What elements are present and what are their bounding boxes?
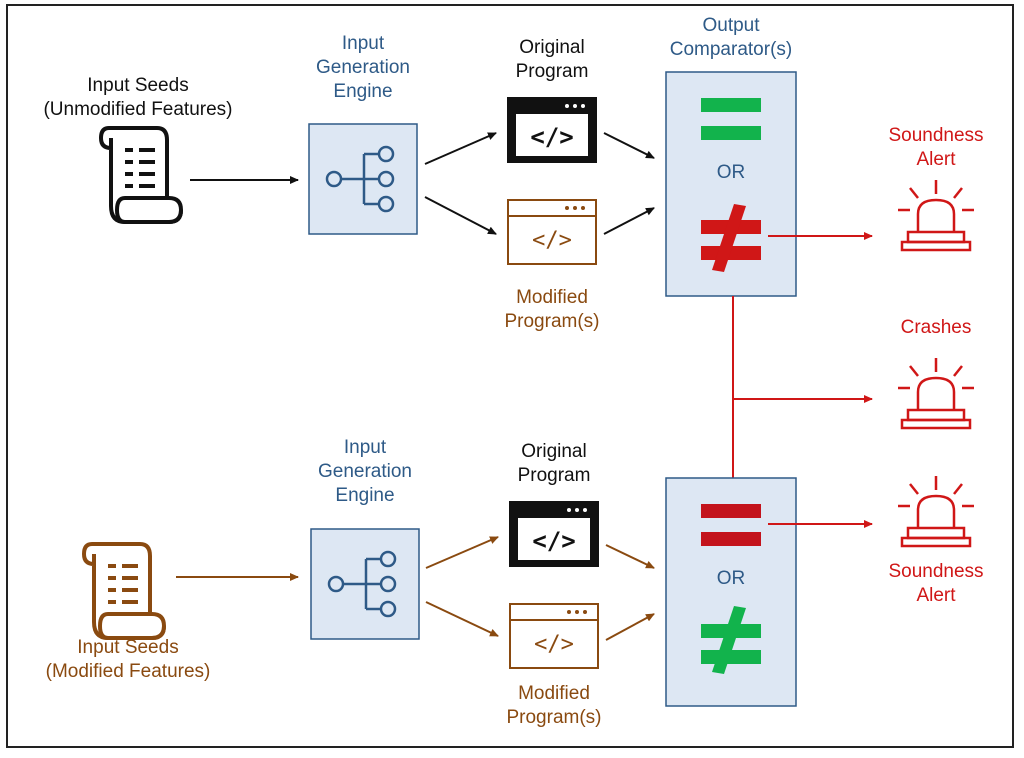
modified-program-code-window-icon-bottom: </> [509,603,599,669]
svg-text:</>: </> [532,527,575,555]
arrow-modified-to-comparator [603,207,655,235]
top-alert-label: Soundness Alert [888,125,984,170]
arrow-engine-to-original-bottom [425,536,499,569]
bottom-engine-label: Input Generation Engine [317,437,412,506]
arrow-original-to-comparator-bottom [605,544,655,569]
equals-sign-icon-bottom [701,504,761,546]
arrow-engine-to-original [424,132,497,165]
seeds-scroll-icon [99,126,183,224]
equals-sign-icon [701,98,761,140]
arrow-original-to-comparator [603,132,655,159]
top-modified-label: Modified Program(s) [504,287,600,332]
arrow-engine-to-modified [424,196,497,235]
crashes-label: Crashes [900,317,972,338]
arrow-engine-to-modified-bottom [425,601,499,637]
bottom-alert-label: Soundness Alert [888,561,984,606]
bottom-original-label: Original Program [517,441,591,486]
crashes-siren-alarm-icon [896,356,976,430]
top-or-label: OR [716,162,746,183]
bottom-siren-alarm-icon [896,474,976,548]
top-seeds-label: Input Seeds (Unmodified Features) [43,75,233,120]
original-program-code-window-icon: </> [507,97,597,163]
top-original-label: Original Program [515,37,589,82]
seeds-modified-scroll-icon [82,542,166,640]
not-equal-sign-icon [701,204,761,272]
svg-text:</>: </> [532,228,572,253]
bottom-seeds-label: Input Seeds (Modified Features) [45,637,211,682]
svg-text:</>: </> [530,123,573,151]
svg-text:</>: </> [534,632,574,657]
bottom-or-label: OR [716,568,746,589]
bottom-modified-label: Modified Program(s) [506,683,602,728]
arrow-modified-to-comparator-bottom [605,613,655,641]
top-engine-label: Input Generation Engine [315,33,410,102]
modified-program-code-window-icon: </> [507,199,597,265]
original-program-code-window-icon-bottom: </> [509,501,599,567]
comparator-label: Output Comparator(s) [669,15,793,60]
top-siren-alarm-icon [896,178,976,252]
not-equal-sign-icon-bottom [701,606,761,674]
diagram-frame [6,4,1014,748]
